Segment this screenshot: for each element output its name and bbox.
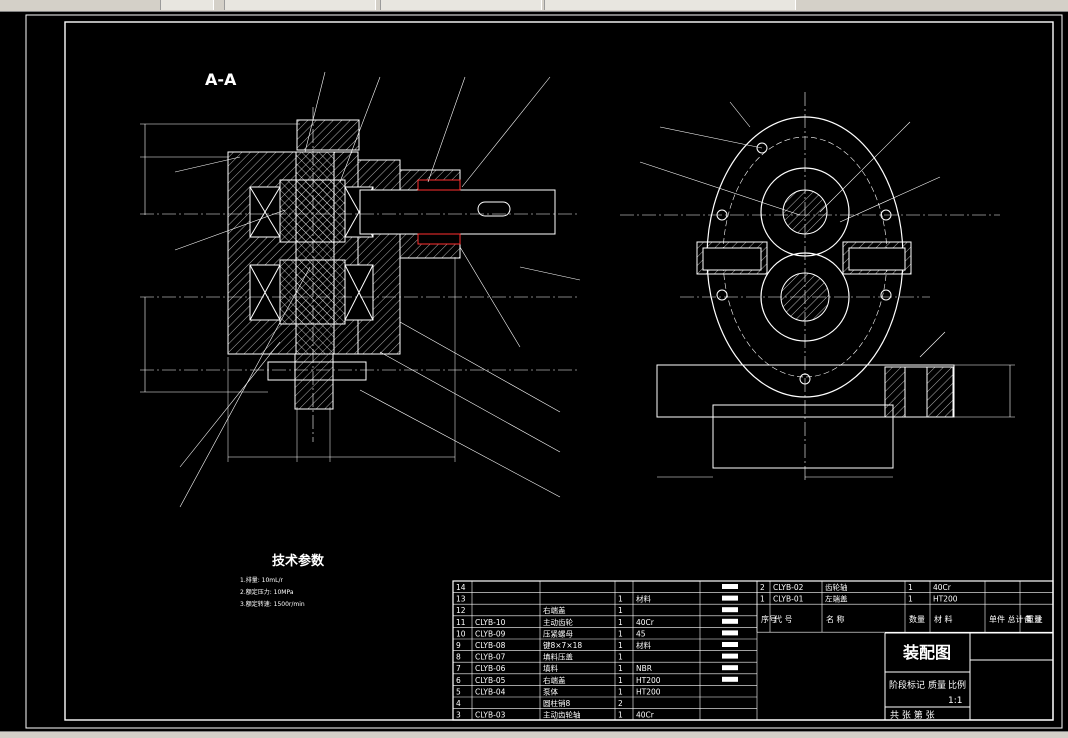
bom-cell-mat: 材料 bbox=[636, 594, 651, 604]
bom-cell-qty: 2 bbox=[618, 699, 623, 708]
bom-header-remark: 备 注 bbox=[1024, 614, 1043, 624]
bom-cell-code: CLYB-09 bbox=[475, 629, 506, 638]
bom-mark bbox=[722, 618, 738, 624]
bom-cell-qty: 1 bbox=[618, 641, 623, 650]
bom-cell-qty: 1 bbox=[618, 676, 623, 685]
bom-cell-no: 6 bbox=[456, 676, 461, 685]
bom-cell-mat: 材料 bbox=[636, 640, 651, 650]
bom-mark bbox=[722, 653, 738, 659]
tech-param-line: 2.额定压力: 10MPa bbox=[240, 588, 294, 596]
bom-cell-name: 主动齿轮轴 bbox=[543, 710, 581, 720]
bom-header-code: 代 号 bbox=[774, 614, 793, 624]
scale-label: 比例 bbox=[948, 679, 966, 691]
bom-cell-name: 泵体 bbox=[543, 686, 558, 696]
bom-cell-code: CLYB-10 bbox=[475, 618, 506, 627]
bom-cell-qty: 1 bbox=[618, 629, 623, 638]
bom-right-cell-qty: 1 bbox=[908, 583, 913, 592]
stage-label: 阶段标记 bbox=[889, 679, 925, 691]
bom-cell-mat: HT200 bbox=[636, 676, 661, 685]
bom-cell-no: 7 bbox=[456, 664, 461, 673]
bom-cell-qty: 1 bbox=[618, 606, 623, 615]
bom-cell-qty: 1 bbox=[618, 618, 623, 627]
bom-cell-code: CLYB-07 bbox=[475, 653, 506, 662]
bom-right-cell-mat: HT200 bbox=[933, 595, 958, 604]
bom-mark bbox=[722, 584, 738, 589]
bom-right-cell-mat: 40Cr bbox=[933, 583, 952, 592]
tech-param-line: 1.排量: 10mL/r bbox=[240, 576, 283, 584]
bom-right-cell-qty: 1 bbox=[908, 595, 913, 604]
bom-header-mat: 材 料 bbox=[934, 614, 953, 624]
bom-cell-no: 9 bbox=[456, 641, 461, 650]
bom-cell-mat: 40Cr bbox=[636, 618, 655, 627]
bom-mark bbox=[722, 676, 738, 682]
toolbar-cell-1[interactable] bbox=[160, 0, 214, 10]
bom-cell-no: 8 bbox=[456, 653, 461, 662]
status-bar bbox=[0, 731, 1068, 738]
tech-params-title: 技术参数 bbox=[272, 553, 325, 569]
bom-mark bbox=[722, 607, 738, 613]
bom-cell-name: 压紧螺母 bbox=[543, 628, 573, 638]
toolbar-cell-2[interactable] bbox=[224, 0, 376, 10]
end-view bbox=[620, 92, 1015, 482]
bom-cell-no: 11 bbox=[456, 618, 466, 627]
bom-cell-name: 主动齿轮 bbox=[543, 617, 573, 627]
scale-value: 1:1 bbox=[948, 696, 962, 706]
bom-cell-name: 键8×7×18 bbox=[543, 640, 582, 650]
bom-cell-mat: 45 bbox=[636, 629, 646, 638]
bom-cell-code: CLYB-06 bbox=[475, 664, 506, 673]
cad-toolbar bbox=[0, 0, 1068, 12]
section-label: A-A bbox=[205, 70, 237, 89]
bom-header-name: 名 称 bbox=[826, 614, 845, 624]
toolbar-cell-4[interactable] bbox=[544, 0, 796, 10]
bom-right-cell-name: 齿轮轴 bbox=[825, 582, 848, 592]
bom-header-qty: 数量 bbox=[909, 614, 925, 624]
bom-right-cell-code: CLYB-01 bbox=[773, 595, 804, 604]
bom-header-no: 序号 bbox=[761, 614, 777, 624]
bom-mark bbox=[722, 665, 738, 671]
bom-cell-no: 10 bbox=[456, 629, 466, 638]
bom-cell-code: CLYB-03 bbox=[475, 711, 506, 720]
bom-right-cell-name: 左端盖 bbox=[825, 594, 848, 604]
bom-cell-qty: 1 bbox=[618, 687, 623, 696]
bom-cell-name: 圆柱销8 bbox=[543, 698, 570, 708]
bom-cell-name: 右端盖 bbox=[543, 675, 566, 685]
toolbar-cell-3[interactable] bbox=[380, 0, 542, 10]
bom-cell-code: CLYB-04 bbox=[475, 687, 506, 696]
bom-cell-qty: 1 bbox=[618, 595, 623, 604]
bom-cell-name: 填料压盖 bbox=[543, 652, 573, 662]
bom-cell-mat: 40Cr bbox=[636, 711, 655, 720]
title-block: 装配图 阶段标记 质量 比例 1:1 共 张 第 张 bbox=[884, 632, 1053, 721]
bom-right-cell-no: 2 bbox=[760, 583, 765, 592]
tech-param-line: 3.额定转速: 1500r/min bbox=[240, 600, 305, 608]
sheet-count: 共 张 第 张 bbox=[890, 709, 935, 721]
bom-cell-name: 填料 bbox=[543, 663, 558, 673]
bom-cell-code: CLYB-05 bbox=[475, 676, 506, 685]
assembly-drawing[interactable]: A-A bbox=[0, 12, 1068, 730]
bom-cell-mat: NBR bbox=[636, 664, 652, 673]
bom-cell-name: 右端盖 bbox=[543, 605, 566, 615]
bom-right-cell-code: CLYB-02 bbox=[773, 583, 804, 592]
bom-header-weight: 单件 总计 重量 bbox=[989, 614, 1042, 624]
bom-cell-qty: 1 bbox=[618, 711, 623, 720]
bom-right-cell-no: 1 bbox=[760, 595, 765, 604]
bom-cell-no: 3 bbox=[456, 711, 461, 720]
bom-cell-no: 12 bbox=[456, 606, 466, 615]
bom-cell-mat: HT200 bbox=[636, 687, 661, 696]
bom-mark bbox=[722, 642, 738, 647]
outer-frame bbox=[25, 14, 1063, 729]
bom-cell-no: 4 bbox=[456, 699, 461, 708]
bom-cell-no: 13 bbox=[456, 595, 466, 604]
bom-cell-qty: 1 bbox=[618, 664, 623, 673]
bom-cell-qty: 1 bbox=[618, 653, 623, 662]
drawing-title: 装配图 bbox=[902, 643, 951, 662]
bom-mark bbox=[722, 630, 738, 636]
bom-mark bbox=[722, 595, 738, 601]
weight-label: 质量 bbox=[928, 679, 946, 691]
bom-cell-code: CLYB-08 bbox=[475, 641, 506, 650]
section-view bbox=[140, 71, 581, 508]
bom-cell-no: 14 bbox=[456, 583, 466, 592]
bom-cell-no: 5 bbox=[456, 687, 461, 696]
